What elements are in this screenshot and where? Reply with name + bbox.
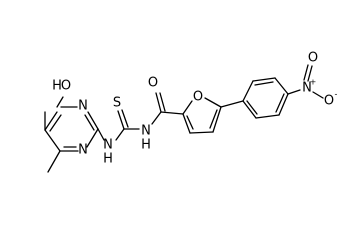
thione-bond-b	[121, 109, 129, 128]
atom-furan-o: O	[193, 90, 203, 105]
atom-amide-h: H	[141, 138, 151, 153]
atom-ring-n-upper: N	[78, 99, 88, 114]
chemical-structure-diagram: O H N N N H S N H O O N + O O -	[44, 51, 338, 173]
nitro-o-bottom-bond	[312, 91, 324, 99]
nitro-o-charge: -	[335, 90, 338, 99]
atom-nitro-o-top: O	[308, 51, 318, 66]
furan-phenyl-bond	[220, 100, 244, 108]
ring-nh-bond	[97, 128, 105, 141]
thione-bond-a	[117, 110, 125, 130]
atom-ring-n-lower: N	[78, 143, 88, 158]
atom-carbonyl-o: O	[148, 76, 158, 91]
phenyl-nitro-bond	[287, 89, 301, 95]
atom-hydroxyl-h: H	[52, 79, 62, 94]
atom-amine-n-left: N	[103, 138, 113, 153]
nh-carbonyl-bond	[151, 111, 162, 125]
carbonyl-bond-a	[155, 92, 162, 113]
nitro-o-top-bond-b	[303, 64, 309, 81]
methyl-bond	[47, 150, 61, 173]
atom-nitro-o-bottom: O	[324, 94, 334, 109]
atom-amide-n: N	[141, 124, 151, 139]
c-oh-bond	[56, 96, 64, 108]
atom-nitro-n: N	[302, 81, 312, 96]
phenyl-ring	[242, 77, 289, 119]
pyrimidine-ring	[44, 106, 99, 152]
atom-hydroxyl-o: O	[61, 79, 71, 94]
nitro-n-charge: +	[310, 78, 317, 87]
atom-amine-h-left: H	[103, 152, 113, 167]
nh-c-bond	[115, 128, 125, 141]
atom-thione-s: S	[113, 96, 121, 111]
carbonyl-bond-b	[159, 92, 166, 112]
carbonyl-furan-bond	[160, 111, 184, 115]
furan-ring	[182, 97, 222, 134]
nitro-o-top-bond-a	[307, 65, 313, 82]
